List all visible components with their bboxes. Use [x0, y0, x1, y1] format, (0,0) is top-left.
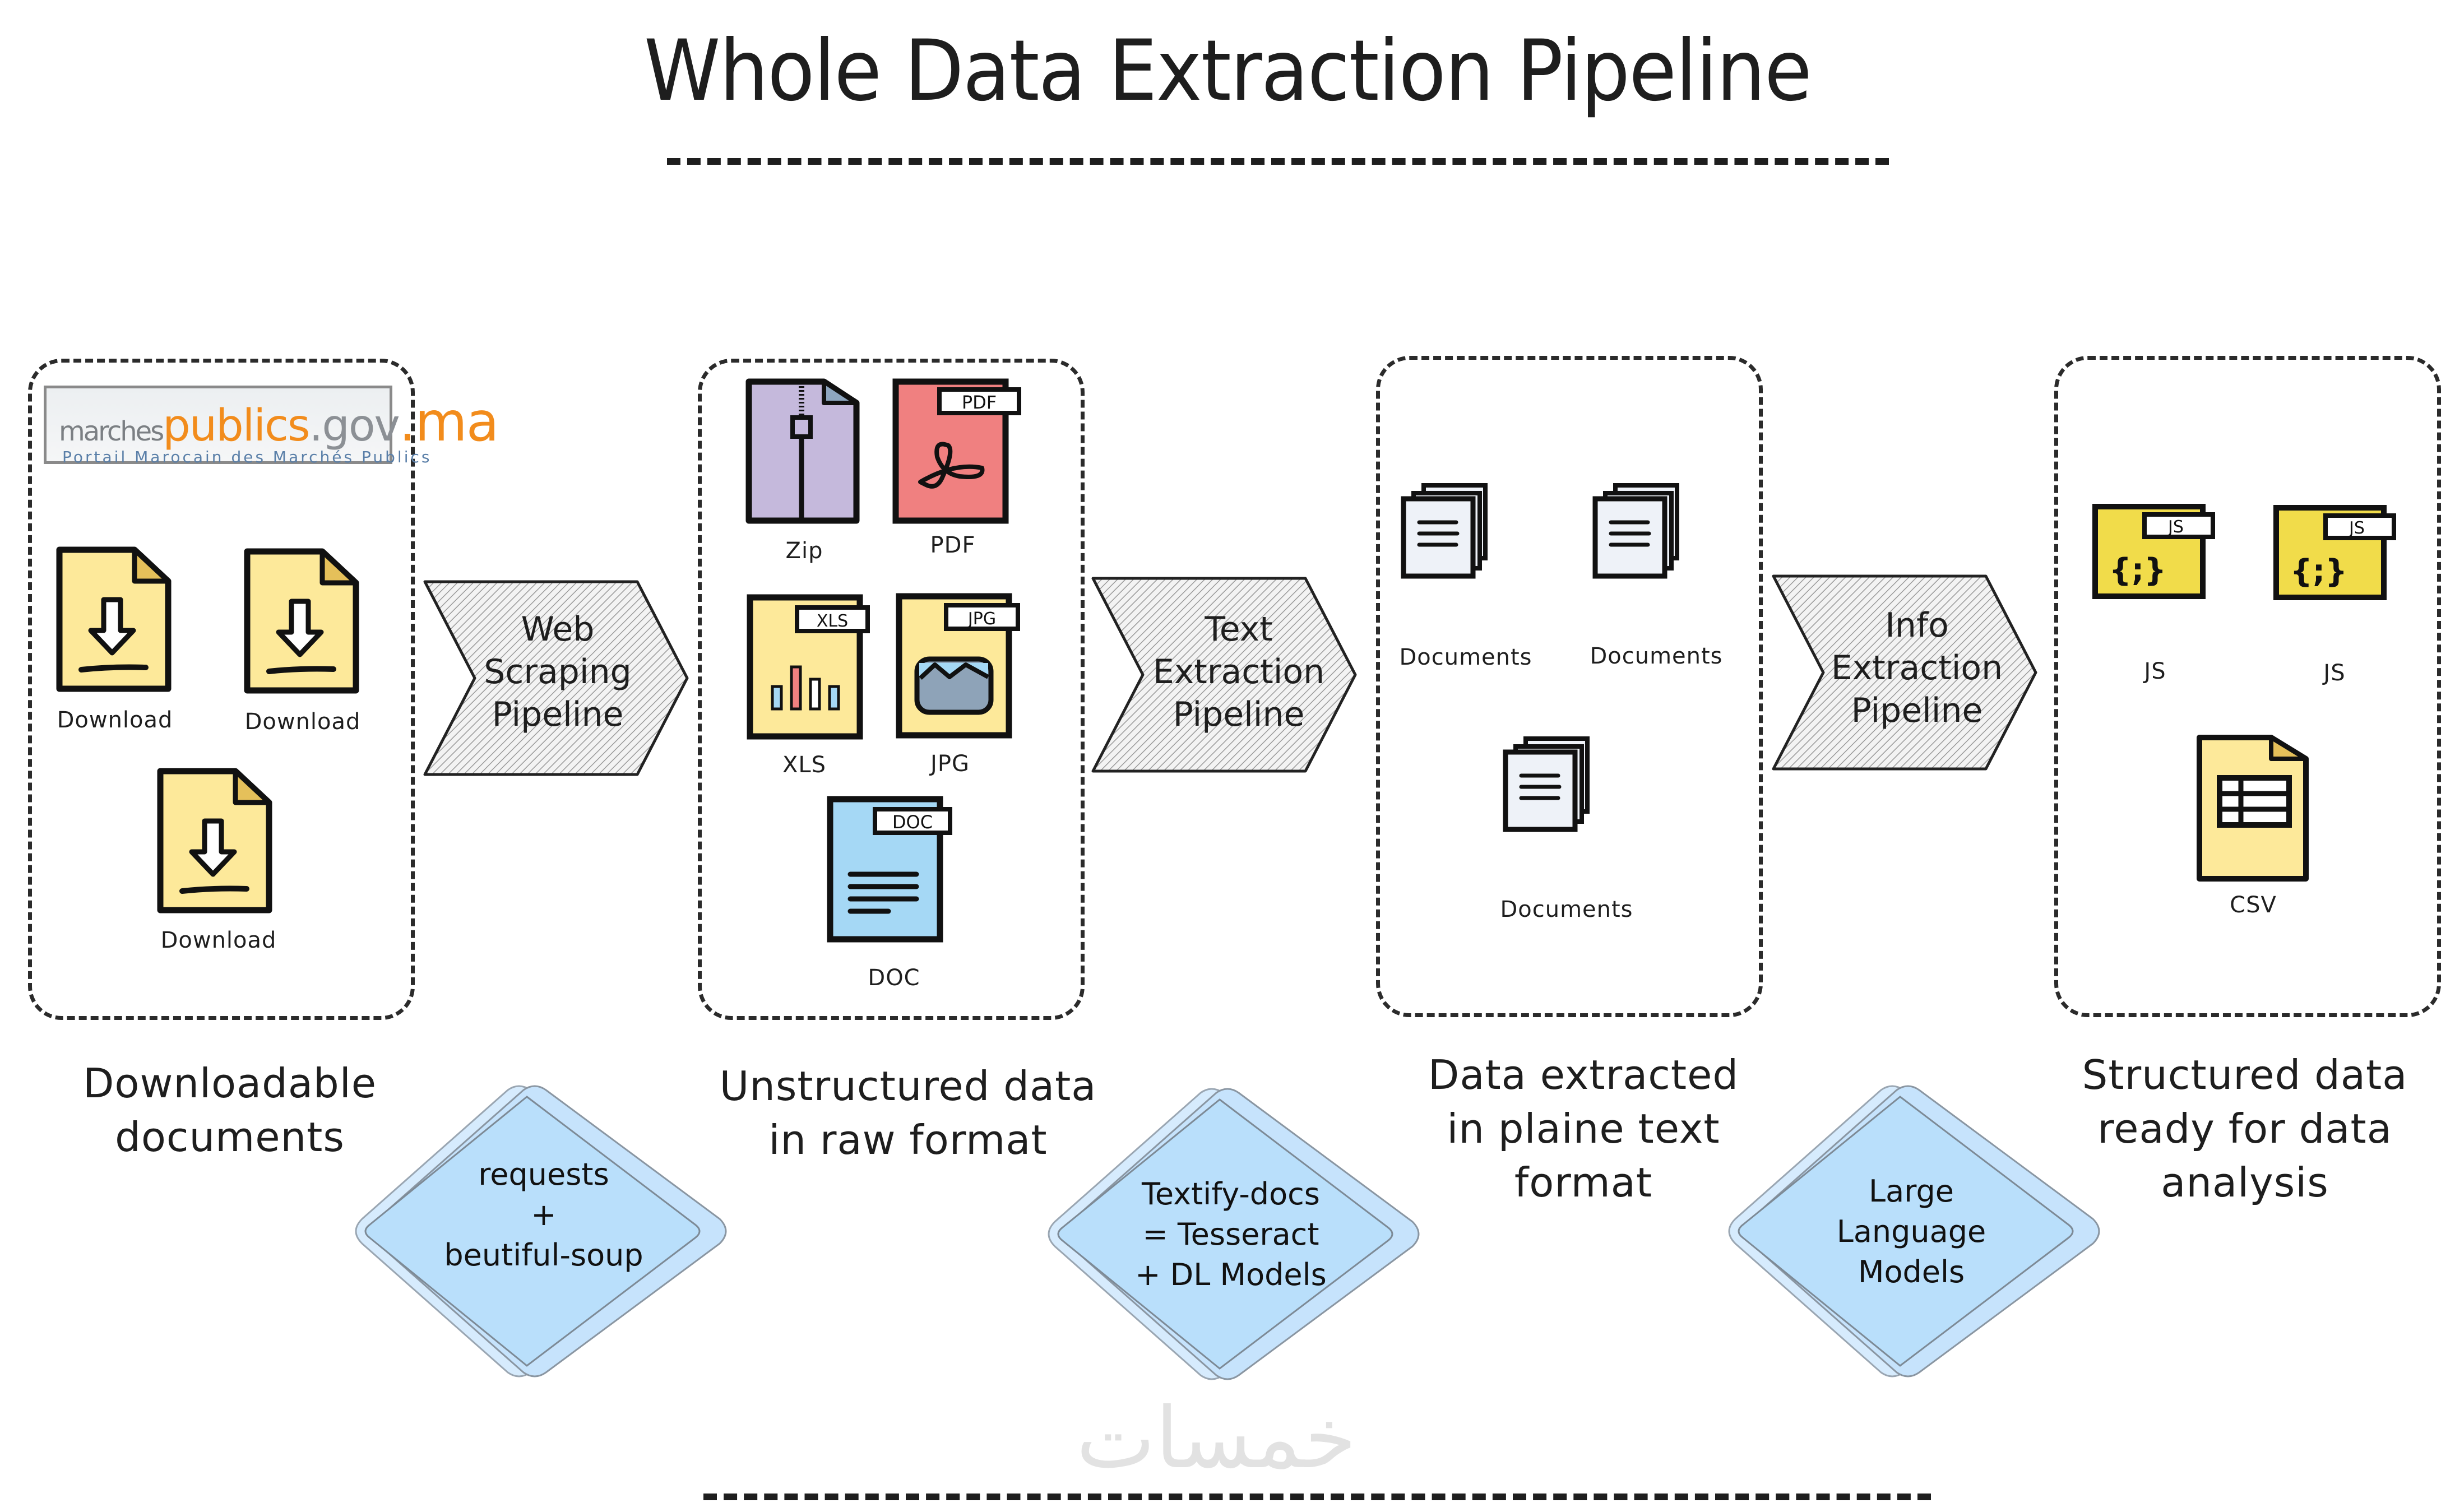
jpg-label: JPG [930, 751, 970, 777]
js-label: JS [2144, 658, 2166, 684]
csv-label: CSV [2230, 892, 2277, 918]
pipeline-line: Info [1885, 606, 1949, 645]
chevron-arrow-text-extraction [1091, 577, 1357, 773]
stage-panel-unstructured [698, 359, 1085, 1020]
caption-line: ready for data [2097, 1105, 2392, 1152]
js-file-icon[interactable]: JS {;} [2273, 504, 2402, 605]
logo-subtitle: Portail Marocain des Marchés Publics [62, 448, 432, 466]
caption-line: Unstructured data [719, 1063, 1097, 1110]
csv-file-icon[interactable] [2196, 734, 2314, 891]
tool-diamond-text-extraction [1048, 1088, 1420, 1380]
stage-caption-unstructured: Unstructured data in raw format [687, 1059, 1129, 1167]
stage-caption-plain-text: Data extracted in plaine text format [1373, 1048, 1794, 1209]
pipeline-line: Extraction [1831, 648, 2003, 688]
zip-label: Zip [785, 538, 823, 564]
title-underline-divider [667, 158, 1889, 165]
pdf-file-icon[interactable]: PDF [892, 378, 1027, 530]
jpg-file-icon[interactable]: JPG [896, 593, 1030, 744]
download-label: Download [57, 707, 173, 733]
doc-label: DOC [868, 965, 920, 991]
tool-line: Large [1869, 1174, 1954, 1209]
tool-diamond-scraping [355, 1085, 727, 1378]
tool-label-info-extraction: Large Language Models [1805, 1171, 2018, 1292]
stage-panel-downloadable [28, 359, 415, 1020]
logo-wordmark: marchespublics.gov.ma [59, 391, 499, 453]
documents-label: Documents [1500, 897, 1633, 922]
stage-panel-structured [2054, 356, 2441, 1017]
tool-label-scraping: requests + beutiful-soup [426, 1154, 661, 1276]
pipeline-line: Text [1205, 610, 1273, 649]
xls-label: XLS [782, 752, 827, 778]
stage-panel-plain-text [1376, 356, 1763, 1017]
download-label: Download [160, 927, 277, 953]
js-label: JS [2323, 660, 2346, 686]
xls-badge: XLS [817, 611, 848, 631]
tool-diamond-info-extraction [1728, 1085, 2100, 1378]
pipeline-line: Web [521, 610, 595, 649]
js-badge: JS [2167, 517, 2184, 537]
stage-caption-structured: Structured data ready for data analysis [2035, 1048, 2455, 1209]
tool-line: beutiful-soup [444, 1237, 643, 1273]
pipeline-label-web-scraping: Web Scraping Pipeline [476, 608, 639, 736]
jpg-badge: JPG [967, 609, 996, 629]
xls-file-icon[interactable]: XLS [747, 594, 881, 745]
logo-part-publics: publics [163, 401, 310, 451]
pipeline-label-info-extraction: Info Extraction Pipeline [1822, 604, 2012, 732]
pipeline-line: Extraction [1152, 652, 1325, 692]
js-badge: JS [2348, 518, 2365, 538]
documents-label: Documents [1399, 644, 1532, 670]
logo-part-gov: .gov [309, 401, 400, 451]
tool-label-text-extraction: Textify-docs = Tesseract + DL Models [1108, 1174, 1354, 1295]
tool-line: Models [1858, 1254, 1965, 1290]
tool-line: + [531, 1197, 557, 1232]
documents-stack-icon[interactable] [1502, 735, 1625, 836]
caption-line: format [1514, 1159, 1653, 1206]
download-label: Download [244, 709, 361, 735]
pipeline-label-text-extraction: Text Extraction Pipeline [1143, 608, 1334, 736]
tool-line: + DL Models [1135, 1257, 1327, 1292]
marchespublics-logo[interactable]: marchespublics.gov.ma Portail Marocain d… [44, 386, 499, 466]
pipeline-line: Pipeline [1173, 695, 1305, 734]
tool-line: Language [1836, 1214, 1986, 1249]
tool-line: requests [478, 1157, 609, 1192]
tool-line: Textify-docs [1142, 1176, 1320, 1212]
code-braces-glyph: {;} [2290, 553, 2347, 590]
bottom-divider [703, 1494, 1931, 1500]
caption-line: Downloadable [82, 1060, 377, 1107]
chevron-arrow-web-scraping [423, 580, 689, 776]
caption-line: documents [115, 1114, 345, 1161]
tool-line: = Tesseract [1142, 1217, 1319, 1252]
pdf-badge: PDF [962, 392, 997, 413]
logo-part-ma: .ma [399, 391, 499, 453]
caption-line: analysis [2161, 1159, 2329, 1206]
documents-stack-icon[interactable] [1400, 482, 1523, 583]
caption-line: in raw format [768, 1116, 1048, 1163]
stage-caption-downloadable: Downloadable documents [34, 1056, 426, 1164]
doc-badge: DOC [892, 811, 933, 833]
documents-label: Documents [1590, 643, 1723, 669]
js-file-icon[interactable]: JS {;} [2092, 503, 2221, 604]
pdf-label: PDF [930, 532, 976, 558]
download-file-icon[interactable] [157, 768, 275, 925]
pipeline-line: Pipeline [492, 695, 624, 734]
caption-line: Structured data [2082, 1051, 2408, 1098]
doc-file-icon[interactable]: DOC [827, 796, 961, 947]
watermark-text: خمسات [1076, 1390, 1357, 1487]
caption-line: in plaine text [1447, 1105, 1720, 1152]
page-title: Whole Data Extraction Pipeline [643, 22, 1812, 120]
documents-stack-icon[interactable] [1592, 482, 1715, 583]
pipeline-line: Pipeline [1851, 691, 1983, 730]
zip-file-icon[interactable] [745, 378, 863, 530]
code-braces-glyph: {;} [2109, 552, 2166, 588]
download-file-icon[interactable] [244, 548, 362, 705]
pipeline-line: Scraping [484, 652, 632, 692]
logo-part-marches: marches [59, 416, 164, 447]
chevron-arrow-info-extraction [1772, 574, 2037, 771]
download-file-icon[interactable] [56, 546, 174, 703]
caption-line: Data extracted [1428, 1051, 1739, 1098]
